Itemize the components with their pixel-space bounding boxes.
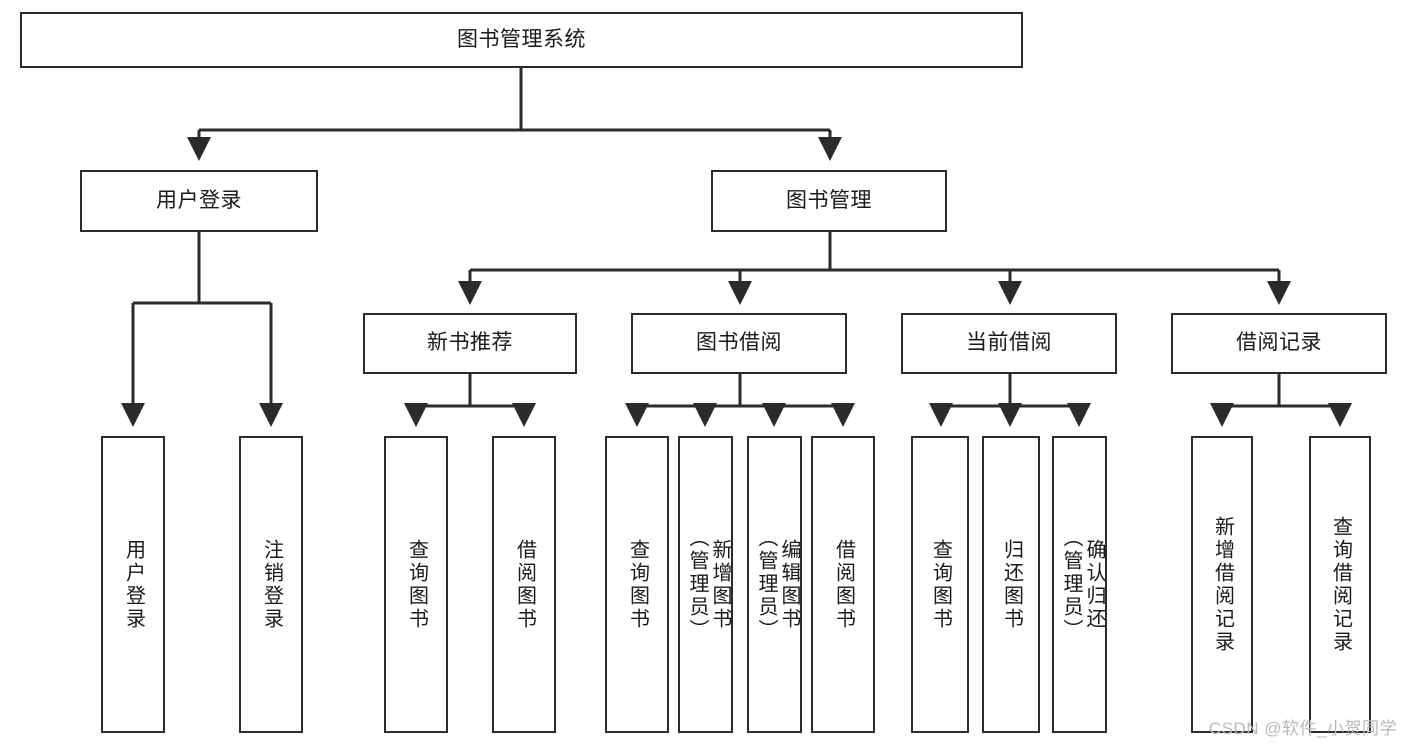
leaf-return-book[interactable]: 归还图书 (982, 436, 1040, 733)
node-current-borrow-label: 当前借阅 (966, 331, 1052, 355)
node-borrow-record-label: 借阅记录 (1236, 331, 1322, 355)
leaf-query-book-3[interactable]: 查询图书 (911, 436, 969, 733)
leaf-query-book-2[interactable]: 查询图书 (605, 436, 669, 733)
leaf-borrow-book-1-label: 借阅图书 (513, 538, 536, 631)
node-book-manage[interactable]: 图书管理 (711, 170, 947, 232)
node-user-login-label: 用户登录 (156, 188, 242, 212)
leaf-query-book-2-label: 查询图书 (626, 538, 649, 631)
leaf-user-login-label: 用户登录 (122, 538, 145, 631)
leaf-confirm-return-label: 确认归还 （管理员） (1060, 527, 1105, 642)
node-user-login[interactable]: 用户登录 (80, 170, 318, 232)
leaf-borrow-book-2-label: 借阅图书 (832, 538, 855, 631)
leaf-confirm-return[interactable]: 确认归还 （管理员） (1052, 436, 1107, 733)
node-book-borrow-label: 图书借阅 (696, 331, 782, 355)
leaf-add-book[interactable]: 新增图书 （管理员） (678, 436, 733, 733)
node-current-borrow[interactable]: 当前借阅 (901, 313, 1117, 374)
leaf-return-book-label: 归还图书 (1000, 538, 1023, 631)
leaf-query-record-label: 查询借阅记录 (1329, 515, 1352, 654)
leaf-add-record-label: 新增借阅记录 (1211, 515, 1234, 654)
leaf-query-book-1[interactable]: 查询图书 (384, 436, 448, 733)
leaf-add-book-label: 新增图书 （管理员） (686, 527, 731, 642)
leaf-edit-book[interactable]: 编辑图书 （管理员） (747, 436, 802, 733)
leaf-user-logout[interactable]: 注销登录 (239, 436, 303, 733)
node-book-borrow[interactable]: 图书借阅 (631, 313, 847, 374)
node-root-label: 图书管理系统 (457, 27, 586, 51)
leaf-borrow-book-1[interactable]: 借阅图书 (492, 436, 556, 733)
node-new-book-rec-label: 新书推荐 (427, 331, 513, 355)
leaf-query-record[interactable]: 查询借阅记录 (1309, 436, 1371, 733)
leaf-borrow-book-2[interactable]: 借阅图书 (811, 436, 875, 733)
leaf-user-logout-label: 注销登录 (260, 538, 283, 631)
watermark: CSDN @软件_小贺同学 (1208, 719, 1397, 738)
leaf-add-record[interactable]: 新增借阅记录 (1191, 436, 1253, 733)
leaf-edit-book-label: 编辑图书 （管理员） (755, 527, 800, 642)
leaf-user-login[interactable]: 用户登录 (101, 436, 165, 733)
node-borrow-record[interactable]: 借阅记录 (1171, 313, 1387, 374)
node-new-book-rec[interactable]: 新书推荐 (363, 313, 577, 374)
node-root[interactable]: 图书管理系统 (20, 12, 1023, 68)
leaf-query-book-3-label: 查询图书 (929, 538, 952, 631)
node-book-manage-label: 图书管理 (786, 188, 872, 212)
leaf-query-book-1-label: 查询图书 (405, 538, 428, 631)
